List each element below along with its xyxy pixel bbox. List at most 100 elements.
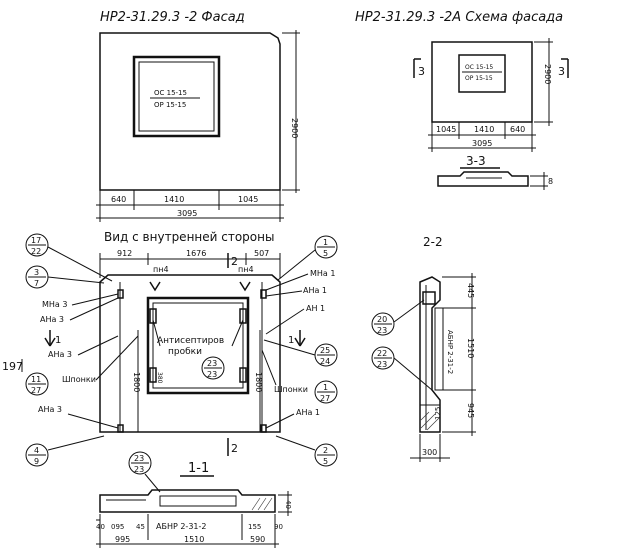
label-ana1-top: АНа 1 xyxy=(303,286,327,295)
facade-view: НР2-31.29.3 -2 Фасад ОС 15-15 ОР 15-15 2… xyxy=(96,10,300,222)
scheme-window-label-1: ОС 15-15 xyxy=(465,64,493,71)
inner-view: Вид с внутренней стороны 912 1676 507 пн… xyxy=(2,230,338,467)
section-11-dim-1510: 1510 xyxy=(184,535,204,544)
callout-17-22: 17 22 xyxy=(25,233,113,282)
section-22-view: 2-2 АБНР 2-31-2 125 445 1510 945 300 20 xyxy=(371,235,476,462)
facade-dim-total: 3095 xyxy=(177,209,197,218)
inner-title: Вид с внутренней стороны xyxy=(104,230,274,244)
callout-3-7: 3 7 xyxy=(25,265,105,289)
scheme-cut-left: 3 xyxy=(418,65,425,78)
svg-text:9: 9 xyxy=(34,457,39,466)
callout-11-27: 11 27 xyxy=(25,372,49,396)
facade-dim-640: 640 xyxy=(111,195,126,204)
svg-text:23: 23 xyxy=(134,465,144,474)
svg-text:4: 4 xyxy=(34,446,39,455)
facade-window-frame xyxy=(132,55,221,138)
page-number-fragment: 197 xyxy=(2,360,23,373)
scheme-dim-640: 640 xyxy=(510,125,525,134)
svg-text:23: 23 xyxy=(377,360,387,369)
scheme-window xyxy=(458,54,506,93)
scheme-window-label-2: ОР 15-15 xyxy=(465,75,493,82)
inner-dim-507: 507 xyxy=(254,249,269,258)
section-22-dim-1510: 1510 xyxy=(466,338,475,358)
svg-text:27: 27 xyxy=(31,386,41,395)
section-33-dim: 8 xyxy=(548,177,553,186)
svg-text:1: 1 xyxy=(323,238,328,247)
section-11-dim-90: 90 xyxy=(274,523,283,531)
callout-22-23: 22 23 xyxy=(371,346,433,391)
scheme-title: НР2-31.29.3 -2А Схема фасада xyxy=(355,10,563,25)
callout-23-23-inner: 23 23 xyxy=(201,356,225,380)
label-shponki-left: Шпонки xyxy=(62,375,96,384)
facade-dim-1045: 1045 xyxy=(238,195,258,204)
inner-cut-left: 1 xyxy=(55,335,61,346)
section-22-dim-945: 945 xyxy=(466,403,475,418)
svg-text:22: 22 xyxy=(31,247,41,256)
section-22-dim-445: 445 xyxy=(466,283,475,298)
section-11-profile xyxy=(99,489,276,513)
section-11-dim-590: 590 xyxy=(250,535,265,544)
callout-20-23: 20 23 xyxy=(371,299,425,336)
label-ana3-bot: АНа 3 xyxy=(38,405,62,414)
section-22-profile xyxy=(419,276,441,433)
section-11-dim-45: 45 xyxy=(136,523,145,531)
label-ana3-top: АНа 3 xyxy=(40,315,64,324)
svg-text:2: 2 xyxy=(323,446,328,455)
inner-dim-right: 1800 xyxy=(254,372,263,392)
svg-text:11: 11 xyxy=(31,375,41,384)
inner-dim-1676: 1676 xyxy=(186,249,206,258)
inner-pn-right: пн4 xyxy=(238,265,254,274)
inner-probka-dim: 380 xyxy=(156,372,163,384)
inner-dim-left: 1800 xyxy=(132,372,141,392)
svg-text:20: 20 xyxy=(377,315,387,324)
svg-text:23: 23 xyxy=(377,326,387,335)
svg-text:3: 3 xyxy=(34,268,39,277)
svg-text:27: 27 xyxy=(320,394,330,403)
label-mna3: МНа 3 xyxy=(42,300,67,309)
section-22-dim-300: 300 xyxy=(422,448,437,457)
inner-dim-912: 912 xyxy=(117,249,132,258)
facade-title: НР2-31.29.3 -2 Фасад xyxy=(100,10,245,25)
scheme-view: НР2-31.29.3 -2А Схема фасада ОС 15-15 ОР… xyxy=(355,10,569,190)
svg-text:17: 17 xyxy=(31,236,41,245)
svg-text:7: 7 xyxy=(34,279,39,288)
section-22-label: АБНР 2-31-2 xyxy=(446,330,454,374)
section-22-small-dim: 125 xyxy=(434,407,442,420)
callout-25-24: 25 24 xyxy=(263,339,338,367)
callout-23-23-section: 23 23 xyxy=(128,451,161,493)
scheme-dim-1045: 1045 xyxy=(436,125,456,134)
section-11-dim-995: 995 xyxy=(115,535,130,544)
callout-1-5: 1 5 xyxy=(277,235,338,281)
callout-4-9: 4 9 xyxy=(25,435,105,467)
inner-cut-right: 1 xyxy=(288,335,294,346)
section-22-title: 2-2 xyxy=(423,235,443,249)
label-an1: АН 1 xyxy=(306,304,325,313)
callout-1-27: 1 27 xyxy=(314,380,338,404)
section-33-title: 3-3 xyxy=(466,154,486,168)
inner-probki: пробки xyxy=(168,347,202,357)
svg-text:5: 5 xyxy=(323,249,328,258)
section-11-view: 1-1 23 23 АБНР 2-31-2 40 095 45 155 90 4… xyxy=(96,451,292,548)
svg-text:25: 25 xyxy=(320,346,330,355)
facade-window-label-2: ОР 15-15 xyxy=(154,101,186,109)
svg-text:1: 1 xyxy=(323,383,328,392)
label-mna1: МНа 1 xyxy=(310,269,335,278)
inner-panel xyxy=(99,274,281,433)
callout-2-5: 2 5 xyxy=(275,435,338,467)
inner-pn-left: пн4 xyxy=(153,265,169,274)
section-33-profile xyxy=(437,171,529,187)
label-ana3-mid: АНа 3 xyxy=(48,350,72,359)
inner-cut-top: 2 xyxy=(231,255,238,268)
inner-cut-bottom: 2 xyxy=(231,442,238,455)
scheme-cut-right: 3 xyxy=(558,65,565,78)
scheme-height-dim: 2900 xyxy=(543,64,552,84)
section-11-label: АБНР 2-31-2 xyxy=(156,522,206,531)
svg-text:23: 23 xyxy=(207,370,217,379)
section-11-dim-095: 095 xyxy=(111,523,124,531)
section-11-dim-155: 155 xyxy=(248,523,261,531)
scheme-panel xyxy=(431,41,533,123)
svg-text:23: 23 xyxy=(207,359,217,368)
svg-text:24: 24 xyxy=(320,357,330,366)
label-shponki-right: Шпонки xyxy=(274,385,308,394)
